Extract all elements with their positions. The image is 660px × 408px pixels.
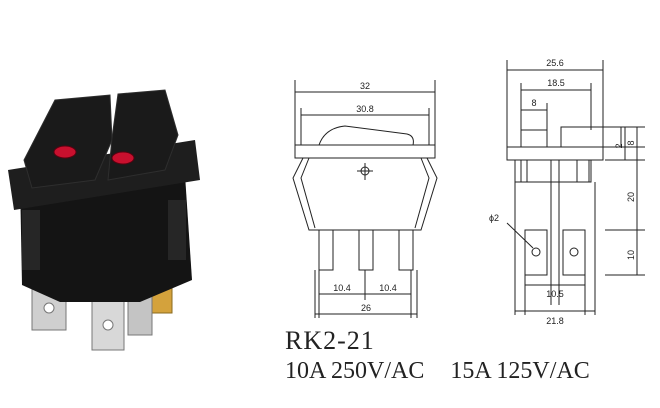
- dim-front-10-4-right: 10.4: [379, 283, 397, 293]
- switch-housing: [20, 175, 192, 302]
- dim-front-32: 32: [360, 81, 370, 91]
- dim-side-8-height: 8: [626, 140, 636, 145]
- dim-front-26: 26: [361, 303, 371, 313]
- lamp-left-icon: [53, 145, 77, 159]
- front-view-drawing: 32 30.8 10.4 10.4 26: [292, 80, 438, 318]
- dim-side-phi2: ϕ2: [489, 213, 499, 223]
- dim-front-10-4-left: 10.4: [333, 283, 351, 293]
- dim-side-21-8: 21.8: [546, 316, 564, 326]
- model-number: RK2-21: [285, 326, 375, 355]
- rating-15a: 15A 125V/AC: [450, 358, 590, 384]
- dim-side-25-6: 25.6: [546, 58, 564, 68]
- dim-side-18-5: 18.5: [547, 78, 565, 88]
- rating-10a: 10A 250V/AC: [285, 358, 425, 384]
- switch-photo: [8, 89, 200, 351]
- rocker-left: [23, 94, 113, 189]
- dim-front-30-8: 30.8: [356, 104, 374, 114]
- dim-side-10: 10: [626, 250, 636, 260]
- side-view-drawing: 25.6 18.5 8 ϕ2 10.5 21.8 2 8 20 10: [489, 58, 645, 326]
- dim-side-10-5: 10.5: [546, 289, 564, 299]
- dim-side-8: 8: [531, 98, 536, 108]
- ratings-line: 10A 250V/AC 15A 125V/AC: [285, 358, 590, 385]
- dim-side-20: 20: [626, 192, 636, 202]
- dim-side-2: 2: [614, 143, 624, 148]
- lamp-right-icon: [111, 151, 135, 165]
